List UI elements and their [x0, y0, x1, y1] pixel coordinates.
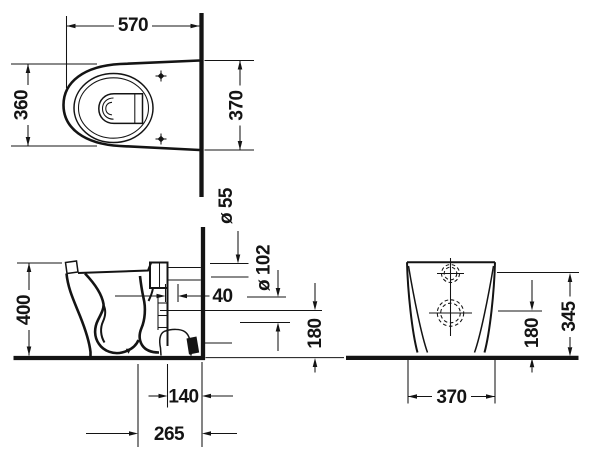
- outlet-pipe-circle-outer: [436, 299, 465, 327]
- rear-body-right-inner: [473, 265, 495, 353]
- arrowhead: [529, 301, 535, 311]
- flush-valve-outline: [98, 93, 144, 125]
- rim-top-line: [77, 262, 152, 274]
- dim-outlet-diameter-label: ø 102: [254, 245, 275, 291]
- dim-outlet-height-side: 180: [305, 283, 326, 373]
- dim-front-width-label: 360: [12, 90, 33, 120]
- arrowhead: [486, 394, 495, 399]
- arrowhead: [408, 394, 417, 399]
- dim-height: 400: [14, 262, 62, 356]
- arrowhead: [158, 393, 168, 399]
- dim-supply-offset-label: 40: [212, 286, 232, 307]
- rear-body-left-outer: [406, 262, 419, 353]
- arrowhead: [237, 141, 243, 150]
- dim-depth-label: 265: [154, 424, 185, 445]
- rear-body-left-inner: [407, 265, 429, 353]
- label-mask: [305, 313, 324, 354]
- arrowhead: [202, 393, 211, 399]
- arrowhead: [178, 293, 187, 299]
- dim-supply-height-label: 345: [559, 300, 580, 331]
- supply-hole-circle-inner: [443, 266, 458, 281]
- dim-wall-width: 370: [204, 59, 254, 151]
- dim-wall-width-label: 370: [227, 90, 248, 120]
- bowl-front-outline: [65, 273, 92, 356]
- rear-view: 370 180 345: [346, 258, 580, 408]
- label-mask: [114, 16, 152, 33]
- arrowhead: [66, 23, 76, 29]
- cross-center-diamond: [157, 72, 165, 80]
- rear-body-right-outer: [483, 262, 496, 353]
- outlet-gasket-section: [186, 336, 200, 355]
- arrowhead: [25, 137, 31, 146]
- dim-top-width: 570: [65, 15, 200, 88]
- dim-outlet-diameter: ø 102: [240, 245, 290, 351]
- dim-outlet-setout: 140: [137, 362, 233, 447]
- arrowhead: [156, 293, 166, 299]
- arrowhead: [129, 431, 138, 436]
- weir-inner-line: [100, 304, 107, 344]
- dim-supply-offset: 40: [115, 284, 233, 307]
- supply-hole-circle-outer: [440, 263, 461, 284]
- flush-arc-inner: [105, 101, 113, 116]
- pan-outline: [62, 59, 200, 152]
- flush-arc-outer: [101, 97, 114, 120]
- arrowhead: [26, 346, 32, 356]
- arrowhead: [529, 358, 535, 368]
- bowl-inner-outline: [84, 272, 140, 355]
- dim-outlet-height-rear-label: 180: [522, 318, 543, 348]
- dim-supply-diameter: ø 55: [210, 187, 249, 278]
- dim-supply-height: 345: [497, 271, 580, 357]
- cross-center-diamond: [157, 135, 165, 143]
- arrowhead: [312, 358, 318, 367]
- dim-depth: 265: [86, 424, 237, 445]
- dim-outlet-setout-label: 140: [168, 387, 198, 408]
- arrowhead: [567, 347, 573, 357]
- fixing-cross-top: [155, 70, 167, 82]
- arrowhead: [567, 273, 573, 282]
- seat-hinge-tab: [64, 260, 79, 275]
- trap-low-point-tick: [125, 348, 132, 354]
- dim-outlet-height-side-label: 180: [305, 318, 326, 348]
- side-view: 400 ø 55 ø 102 40: [13, 187, 344, 447]
- outlet-pipe-circle-inner: [440, 302, 461, 324]
- label-mask: [226, 85, 246, 126]
- dim-rear-width: 370: [407, 359, 496, 408]
- arrowhead: [202, 431, 211, 436]
- fixing-cross-bottom: [155, 133, 167, 145]
- label-mask: [11, 85, 31, 125]
- dim-rear-width-label: 370: [436, 387, 466, 408]
- label-mask: [559, 296, 578, 337]
- dim-outlet-height-rear: 180: [498, 280, 543, 373]
- dim-top-width-label: 570: [118, 15, 148, 36]
- dim-height-label: 400: [14, 295, 35, 325]
- arrowhead: [235, 254, 241, 264]
- arrowhead: [237, 60, 243, 70]
- seat-ring-inner: [77, 77, 150, 139]
- arrowhead: [190, 23, 200, 29]
- stub-bottom-connector: [147, 287, 154, 302]
- arrowhead: [312, 301, 318, 311]
- arrowhead: [275, 288, 281, 297]
- arrowhead: [25, 64, 31, 73]
- label-mask: [432, 388, 471, 405]
- outlet-shoe-left: [159, 330, 165, 356]
- top-view: 570 360 370: [11, 13, 254, 197]
- arrowhead: [275, 322, 281, 332]
- dim-supply-diameter-label: ø 55: [216, 187, 237, 224]
- dim-front-width: 360: [11, 63, 97, 147]
- seat-ring-outer: [73, 72, 154, 144]
- label-mask: [522, 313, 541, 353]
- label-mask: [14, 290, 33, 330]
- arrowhead: [26, 263, 32, 272]
- trap-back-outline: [138, 275, 160, 354]
- supply-stub: [149, 261, 169, 289]
